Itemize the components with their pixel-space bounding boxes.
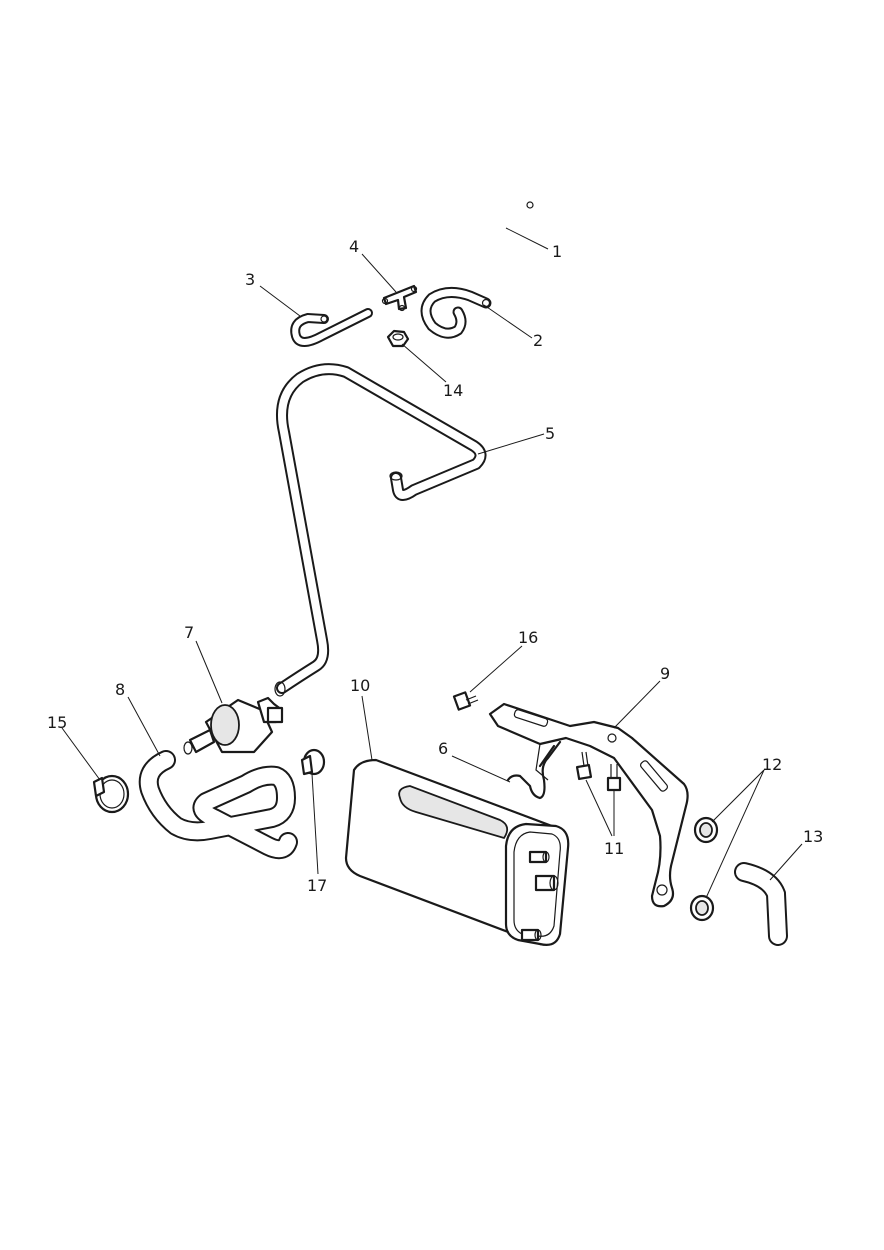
callout-12: 12 [762, 755, 782, 774]
leader-16 [469, 645, 523, 693]
grommets [689, 816, 719, 922]
leader-8 [127, 696, 161, 757]
callout-11: 11 [604, 839, 624, 858]
callout-5: 5 [545, 424, 555, 443]
leader-14 [401, 343, 447, 383]
leader-lines [61, 227, 803, 899]
canister-bracket [488, 702, 689, 908]
callout-17: 17 [307, 876, 327, 895]
leader-10 [361, 695, 373, 761]
leader-12b [705, 769, 765, 899]
callout-10: 10 [350, 676, 370, 695]
leader-15 [61, 727, 101, 781]
leader-2 [483, 304, 533, 339]
leader-17 [311, 773, 319, 875]
screw [452, 691, 479, 711]
leader-3 [259, 285, 301, 317]
hose-clip-large [92, 774, 130, 814]
leader-6 [451, 755, 511, 783]
callout-4: 4 [349, 237, 359, 256]
callout-13: 13 [803, 827, 823, 846]
leader-11a [585, 779, 613, 837]
callout-2: 2 [533, 331, 543, 350]
wire-clip [506, 740, 562, 800]
leader-1 [505, 227, 549, 250]
charcoal-canister [344, 758, 570, 946]
leader-12a [711, 769, 765, 823]
callout-9: 9 [660, 664, 670, 683]
callout-16: 16 [518, 628, 538, 647]
callout-1: 1 [552, 242, 562, 261]
bolts [575, 751, 622, 792]
t-connector [381, 284, 418, 312]
callout-3: 3 [245, 270, 255, 289]
callout-14: 14 [443, 381, 463, 400]
callout-7: 7 [184, 623, 194, 642]
leader-7 [195, 640, 223, 704]
leader-4 [361, 253, 397, 293]
leader-13 [769, 843, 803, 881]
callout-labels: 1 2 3 4 5 6 7 8 9 10 11 12 13 14 15 16 1… [47, 237, 823, 895]
hose-clip-small [300, 748, 326, 776]
callout-8: 8 [115, 680, 125, 699]
hose-3 [290, 308, 373, 347]
leader-9 [613, 680, 661, 729]
hose-1 [423, 201, 534, 279]
purge-valve [183, 696, 284, 755]
hose-2 [420, 287, 492, 339]
nut [386, 329, 410, 348]
hose-13 [734, 862, 788, 946]
hose-8 [138, 750, 298, 860]
callout-6: 6 [438, 739, 448, 758]
callout-15: 15 [47, 713, 67, 732]
leader-5 [477, 433, 545, 455]
hose-5 [274, 363, 487, 697]
